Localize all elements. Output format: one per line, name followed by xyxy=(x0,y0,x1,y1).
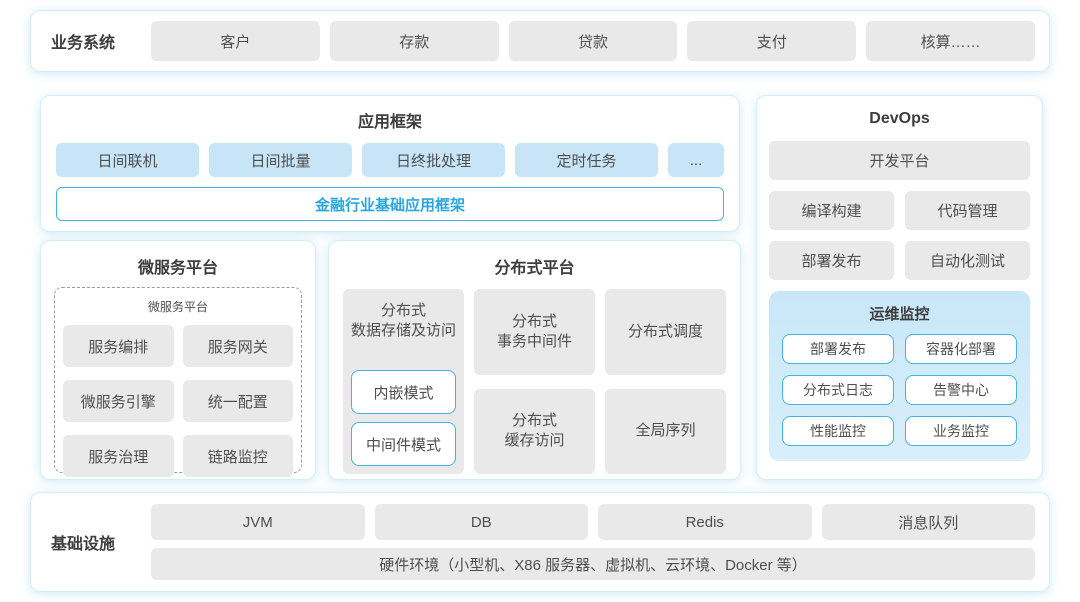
devops-chip-build: 编译构建 xyxy=(769,191,894,230)
infra-chip-redis: Redis xyxy=(598,504,812,540)
af-chip-daytime-batch: 日间批量 xyxy=(209,143,352,177)
distributed-platform-panel: 分布式平台 分布式 数据存储及访问 内嵌模式 中间件模式 分布式 事务中间件 分… xyxy=(328,240,741,480)
business-chip-deposit: 存款 xyxy=(329,21,499,61)
ops-monitoring-panel: 运维监控 部署发布 容器化部署 分布式日志 告警中心 性能监控 业务监控 xyxy=(769,291,1030,461)
monitor-chip-alert-center: 告警中心 xyxy=(905,375,1017,405)
micro-chip-service-orchestration: 服务编排 xyxy=(63,325,174,367)
af-chip-eod-batch: 日终批处理 xyxy=(362,143,505,177)
ops-monitoring-grid: 部署发布 容器化部署 分布式日志 告警中心 性能监控 业务监控 xyxy=(782,334,1017,446)
global-sequence-block: 全局序列 xyxy=(605,388,726,474)
devops-dev-platform-chip: 开发平台 xyxy=(769,141,1030,180)
infra-chip-message-queue: 消息队列 xyxy=(821,504,1035,540)
devops-chip-auto-test: 自动化测试 xyxy=(905,241,1030,280)
embedded-mode-box: 内嵌模式 xyxy=(351,370,456,414)
devops-chip-deploy-release: 部署发布 xyxy=(769,241,894,280)
application-framework-title: 应用框架 xyxy=(357,114,422,131)
business-chip-customer: 客户 xyxy=(151,21,320,61)
business-systems-label: 业务系统 xyxy=(51,35,116,52)
distributed-transaction-block: 分布式 事务中间件 xyxy=(474,289,595,375)
business-systems-panel: 业务系统 客户 存款 贷款 支付 核算…… xyxy=(30,10,1050,72)
middleware-mode-box: 中间件模式 xyxy=(351,422,456,466)
microservice-platform-title: 微服务平台 xyxy=(137,260,218,277)
micro-chip-unified-config: 统一配置 xyxy=(182,380,293,422)
monitor-chip-performance-monitoring: 性能监控 xyxy=(782,416,894,446)
micro-chip-service-gateway: 服务网关 xyxy=(182,325,293,367)
business-chip-accounting: 核算…… xyxy=(866,21,1035,61)
business-systems-chip-row: 客户 存款 贷款 支付 核算…… xyxy=(151,21,1035,61)
distributed-platform-grid: 分布式 数据存储及访问 内嵌模式 中间件模式 分布式 事务中间件 分布式调度 分… xyxy=(343,289,726,474)
infra-chip-jvm: JVM xyxy=(151,504,365,540)
af-chip-scheduled-task: 定时任务 xyxy=(515,143,658,177)
monitor-chip-distributed-log: 分布式日志 xyxy=(782,375,894,405)
microservice-chip-grid: 服务编排 服务网关 微服务引擎 统一配置 服务治理 链路监控 xyxy=(63,325,293,477)
distributed-cache-block: 分布式 缓存访问 xyxy=(474,388,595,474)
devops-panel: DevOps 开发平台 编译构建 代码管理 部署发布 自动化测试 运维监控 部署… xyxy=(756,95,1043,480)
infra-chip-db: DB xyxy=(374,504,588,540)
distributed-storage-block: 分布式 数据存储及访问 内嵌模式 中间件模式 xyxy=(343,289,464,474)
infrastructure-label: 基础设施 xyxy=(51,536,116,553)
micro-chip-trace-monitoring: 链路监控 xyxy=(182,435,293,477)
microservice-inner-title: 微服务平台 xyxy=(147,300,208,314)
financial-base-framework-bar: 金融行业基础应用框架 xyxy=(56,187,724,221)
application-framework-chip-row: 日间联机 日间批量 日终批处理 定时任务 ... xyxy=(56,143,724,177)
distributed-storage-label: 分布式 数据存储及访问 xyxy=(351,302,457,340)
micro-chip-microservice-engine: 微服务引擎 xyxy=(63,380,174,422)
infrastructure-content: JVM DB Redis 消息队列 硬件环境（小型机、X86 服务器、虚拟机、云… xyxy=(151,504,1035,580)
monitor-chip-deploy-release: 部署发布 xyxy=(782,334,894,364)
infrastructure-chip-row: JVM DB Redis 消息队列 xyxy=(151,504,1035,540)
devops-chip-grid: 编译构建 代码管理 部署发布 自动化测试 xyxy=(769,191,1030,280)
af-chip-ellipsis: ... xyxy=(668,143,724,177)
microservice-platform-panel: 微服务平台 微服务平台 服务编排 服务网关 微服务引擎 统一配置 服务治理 链路… xyxy=(40,240,316,480)
devops-chip-code-mgmt: 代码管理 xyxy=(905,191,1030,230)
application-framework-panel: 应用框架 日间联机 日间批量 日终批处理 定时任务 ... 金融行业基础应用框架 xyxy=(40,95,740,232)
ops-monitoring-title: 运维监控 xyxy=(869,306,930,323)
af-chip-daytime-online: 日间联机 xyxy=(56,143,199,177)
hardware-environment-bar: 硬件环境（小型机、X86 服务器、虚拟机、云环境、Docker 等） xyxy=(151,548,1035,580)
microservice-inner-dashed-box: 微服务平台 服务编排 服务网关 微服务引擎 统一配置 服务治理 链路监控 xyxy=(54,287,302,477)
monitor-chip-business-monitoring: 业务监控 xyxy=(905,416,1017,446)
distributed-platform-title: 分布式平台 xyxy=(494,260,575,277)
business-chip-payment: 支付 xyxy=(687,21,857,61)
business-chip-loan: 贷款 xyxy=(508,21,678,61)
monitor-chip-containerized-deploy: 容器化部署 xyxy=(905,334,1017,364)
micro-chip-service-governance: 服务治理 xyxy=(63,435,174,477)
devops-title: DevOps xyxy=(869,110,930,127)
infrastructure-panel: 基础设施 JVM DB Redis 消息队列 硬件环境（小型机、X86 服务器、… xyxy=(30,492,1050,592)
distributed-scheduling-block: 分布式调度 xyxy=(605,289,726,375)
